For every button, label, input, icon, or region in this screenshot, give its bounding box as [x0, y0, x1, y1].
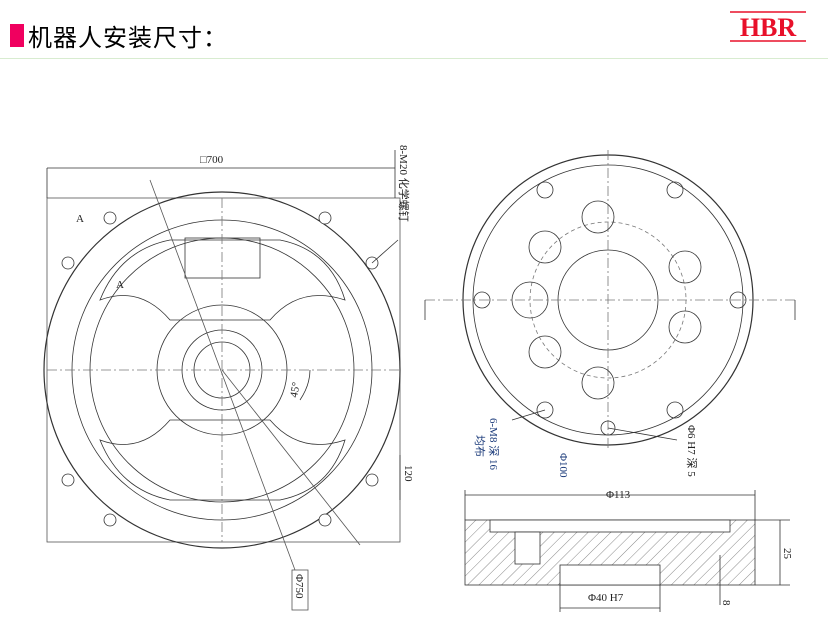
holes-note-2: 均布 [473, 435, 486, 457]
base-circle [43, 191, 401, 549]
dim-120: 120 [402, 465, 414, 482]
anchor-bolts [61, 211, 379, 527]
hbr-logo: HBR [730, 11, 806, 42]
pin-note: Φ6 H7 深 5 [685, 425, 698, 477]
dim-700: □700 [200, 154, 224, 166]
base-plan-view: □700 8-M20 化学螺钉 A A 4 [43, 145, 414, 611]
dim-40: Φ40 H7 [588, 592, 624, 604]
section-mark-a: A [76, 213, 84, 225]
dim-8: 8 [720, 600, 732, 606]
pcd-100: Φ100 [557, 453, 569, 478]
angle-45: 45° [288, 381, 302, 398]
bolt-note: 8-M20 化学螺钉 [397, 145, 411, 222]
bolt-holes [473, 181, 747, 436]
flange-plan-view: 6-M8 深 16 均布 Φ100 Φ6 H7 深 5 [424, 150, 796, 478]
flange-section-view: Φ113 25 Φ40 H7 8 [464, 489, 793, 612]
dim-25: 25 [781, 548, 793, 560]
holes-note: 6-M8 深 16 [487, 418, 500, 470]
logo-text: HBR [740, 13, 797, 42]
header-divider [0, 58, 828, 59]
section-mark-a-2: A [116, 279, 124, 291]
dim-113: Φ113 [606, 489, 631, 501]
title-bullet [10, 24, 24, 47]
page-title: 机器人安装尺寸： [28, 24, 228, 52]
dim-750: Φ750 [293, 574, 305, 599]
